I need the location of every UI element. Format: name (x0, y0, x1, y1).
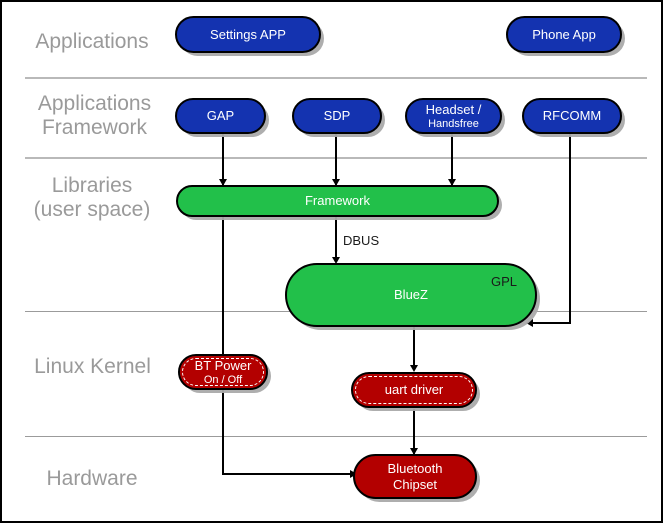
connector-gap-to-framework (222, 133, 224, 185)
connector-rfcomm-to-bluez (531, 322, 571, 324)
connector-uart-to-chipset (413, 409, 415, 454)
band-label-applications: Applications (35, 30, 149, 53)
node-gap-label: GAP (206, 108, 235, 123)
connector-headset-to-framework (451, 133, 453, 185)
connector-framework-to-chipset (222, 473, 353, 475)
node-bluetooth-chipset-label: Bluetooth (387, 460, 443, 476)
node-bluetooth-chipset[interactable]: Bluetooth Chipset (353, 454, 477, 499)
node-bluez-label: BlueZ (394, 287, 428, 302)
arrowhead-headset-to-framework (448, 179, 456, 186)
arrowhead-framework-to-bluez (332, 257, 340, 264)
node-bt-power-label: BT Power (194, 357, 252, 373)
divider-applications (25, 77, 647, 79)
node-settings-app-label: Settings APP (210, 26, 286, 42)
node-framework-label: Framework (304, 193, 370, 208)
node-uart-driver[interactable]: uart driver (351, 372, 477, 408)
connector-sdp-to-framework (335, 133, 337, 185)
node-framework[interactable]: Framework (176, 185, 499, 217)
node-uart-driver-label: uart driver (384, 382, 444, 397)
node-phone-app[interactable]: Phone App (506, 16, 622, 53)
band-label-applications-framework: Applications Framework (37, 92, 152, 139)
node-sdp[interactable]: SDP (292, 98, 382, 134)
node-rfcomm[interactable]: RFCOMM (522, 98, 622, 134)
node-headset-handsfree-sublabel: Handsfree (428, 117, 479, 130)
connector-framework-down (222, 216, 224, 475)
connector-rfcomm-down (569, 133, 571, 324)
node-bt-power[interactable]: BT Power On / Off (178, 354, 268, 390)
divider-linux-kernel (25, 436, 647, 437)
arrowhead-bluez-to-uart (410, 365, 418, 372)
connector-bluez-to-uart (413, 326, 415, 370)
band-label-hardware: Hardware (46, 467, 138, 490)
band-label-libraries: Libraries (user space) (33, 174, 151, 221)
node-headset-handsfree[interactable]: Headset / Handsfree (405, 98, 502, 134)
node-bluetooth-chipset-sublabel: Chipset (392, 476, 438, 492)
node-headset-handsfree-label: Headset / (425, 101, 482, 117)
arrowhead-sdp-to-framework (332, 179, 340, 186)
node-sdp-label: SDP (323, 108, 351, 123)
node-phone-app-label: Phone App (532, 26, 596, 42)
connector-framework-to-bluez (335, 216, 337, 262)
node-gap[interactable]: GAP (175, 98, 266, 134)
node-rfcomm-label: RFCOMM (542, 108, 602, 123)
node-bluez-license-tag: GPL (490, 274, 517, 289)
arrowhead-rfcomm-to-bluez (526, 319, 533, 327)
arrowhead-uart-to-chipset (410, 448, 418, 455)
node-bluez[interactable]: GPL BlueZ (285, 263, 537, 327)
node-settings-app[interactable]: Settings APP (175, 16, 321, 53)
edge-label-dbus: DBUS (343, 233, 380, 248)
arrowhead-gap-to-framework (219, 179, 227, 186)
node-bt-power-sublabel: On / Off (203, 373, 243, 386)
band-label-linux-kernel: Linux Kernel (34, 355, 151, 378)
